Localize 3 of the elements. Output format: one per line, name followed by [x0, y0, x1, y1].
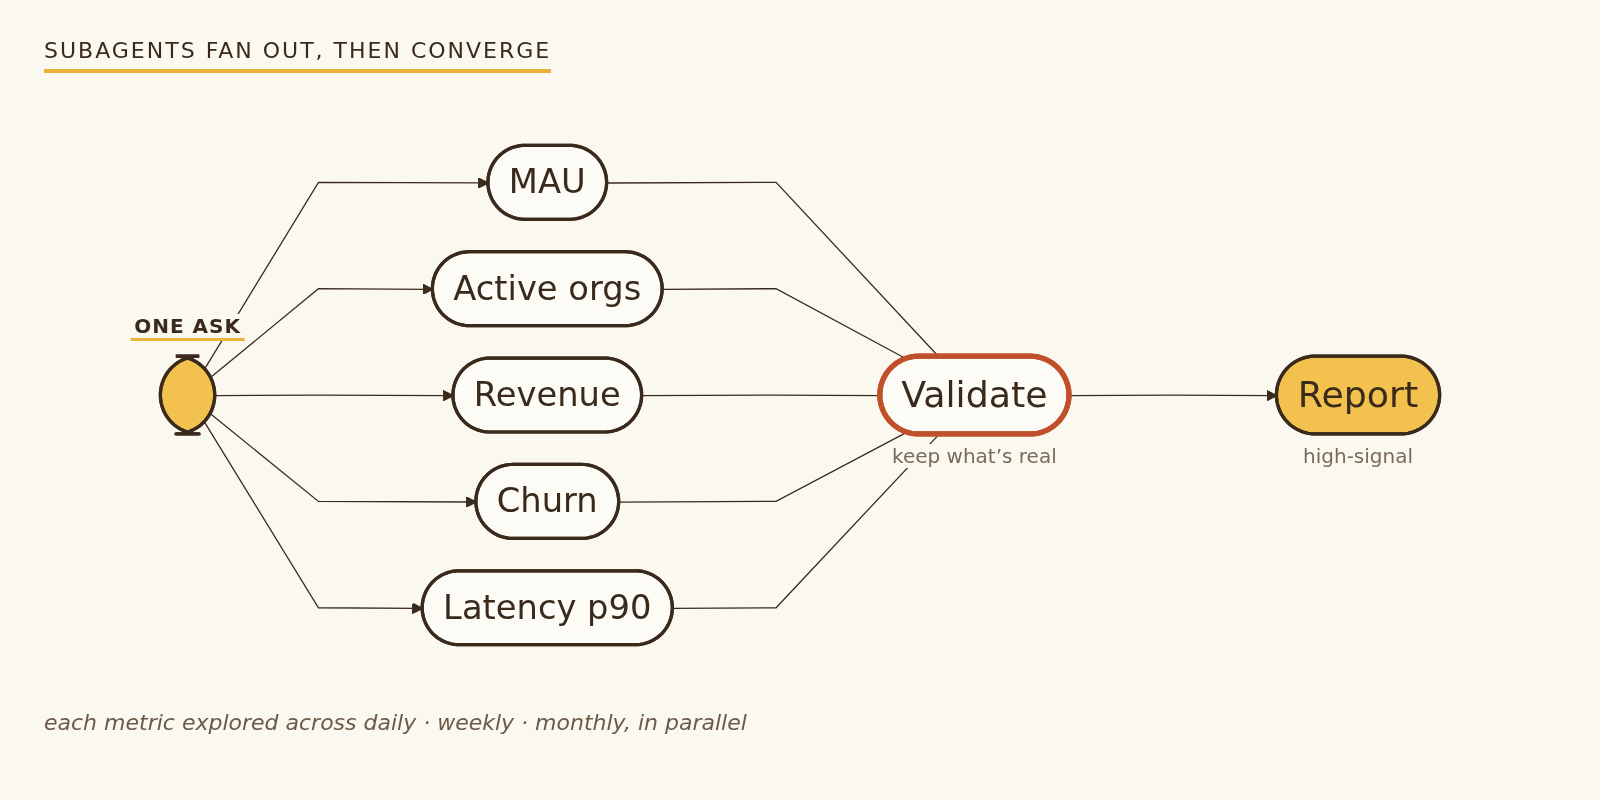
diagram-title: SUBAGENTS FAN OUT, THEN CONVERGE — [44, 38, 552, 73]
diagram-caption: each metric explored across daily · weekly · monthly, in parallel — [44, 710, 747, 735]
node-heading: ONE ASK — [130, 314, 245, 342]
